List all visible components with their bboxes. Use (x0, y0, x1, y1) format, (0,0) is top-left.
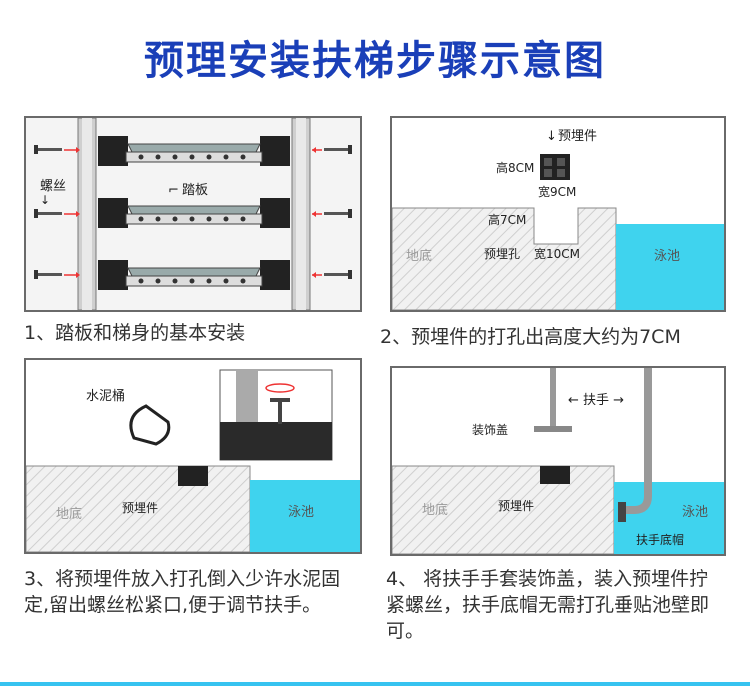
step-tread-2 (98, 198, 290, 228)
screws-right (312, 145, 352, 279)
label-handrail: ← 扶手 → (568, 393, 624, 408)
page-title: 预理安装扶梯步骤示意图 (144, 38, 606, 84)
step4-diagram: ← 扶手 → 装饰盖 预埋件 地底 泳池 扶手底帽 (390, 366, 726, 556)
svg-text:⌐: ⌐ (168, 183, 179, 198)
label-embedded-part: 预埋件 (558, 129, 597, 144)
label-width-9: 宽9CM (538, 184, 576, 199)
label-base-cap: 扶手底帽 (636, 532, 684, 547)
step1-diagram: 螺丝 ↓ ⌐ 踏板 (24, 116, 362, 312)
ground-with-hole (392, 207, 617, 310)
label-pool: 泳池 (654, 249, 680, 264)
pool-water (616, 224, 724, 310)
label-hole: 预埋孔 (484, 247, 520, 261)
caption-step-4: 4、 将扶手手套装饰盖，装入预埋件拧紧螺丝，扶手底帽无需打孔垂贴池壁即可。 (386, 568, 710, 642)
label-cement-bucket: 水泥桶 (86, 389, 125, 404)
cement-bucket-icon (129, 404, 171, 446)
label-tread: 踏板 (182, 183, 208, 198)
step3-diagram: 水泥桶 预埋件 地底 泳池 (24, 358, 362, 554)
label-width-10: 宽10CM (534, 246, 580, 261)
caption-step-1: 1、踏板和梯身的基本安装 (24, 322, 246, 344)
label-embedded-part: 预埋件 (498, 499, 534, 513)
label-pool: 泳池 (682, 505, 708, 520)
step-tread-3 (98, 260, 290, 290)
label-height-7: 高7CM (488, 212, 526, 227)
screws-left (34, 145, 80, 279)
label-cover: 装饰盖 (472, 423, 508, 437)
label-ground: 地底 (422, 502, 448, 518)
label-pool: 泳池 (288, 505, 314, 520)
caption-step-3: 3、将预埋件放入打孔倒入少许水泥固定,留出螺丝松紧口,便于调节扶手。 (24, 568, 341, 616)
handrail-post-right (624, 368, 652, 514)
svg-text:↓: ↓ (40, 193, 50, 207)
caption-step-2: 2、预埋件的打孔出高度大约为7CM (380, 326, 681, 348)
label-ground: 地底 (406, 248, 432, 264)
handrail-post-left (550, 368, 556, 432)
label-height-8: 高8CM (496, 160, 534, 175)
label-ground: 地底 (56, 506, 82, 522)
label-screw: 螺丝 (40, 179, 66, 194)
step-tread-1 (98, 136, 290, 166)
bottom-divider (0, 682, 750, 686)
label-embedded-part: 预埋件 (122, 501, 158, 515)
step2-diagram: ↓ 预埋件 高8CM 宽9CM 高7CM 预埋孔 宽10CM 地底 泳池 (390, 116, 726, 312)
svg-text:↓: ↓ (546, 129, 557, 144)
